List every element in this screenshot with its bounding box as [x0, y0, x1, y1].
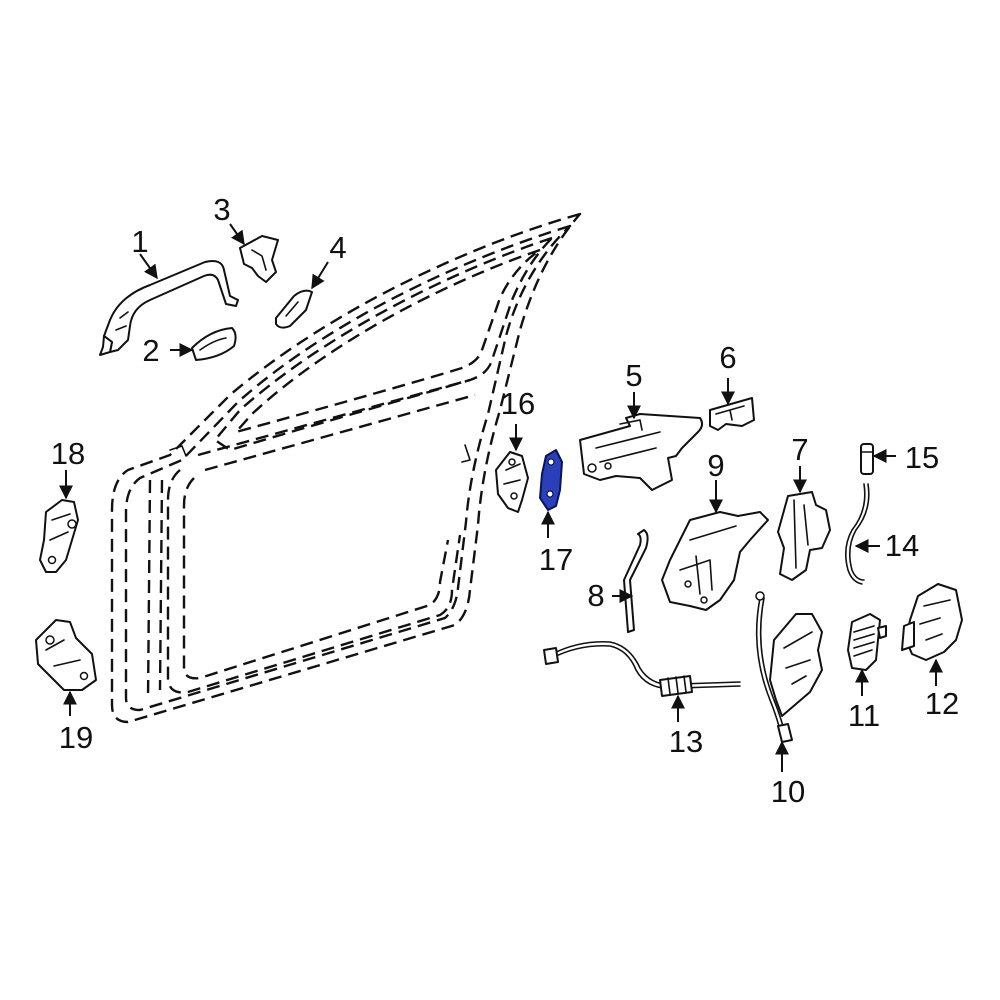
part-4-cover — [275, 289, 313, 329]
door-frame-outline — [110, 212, 582, 724]
part-8-rod — [623, 529, 649, 633]
callout-15: 15 — [905, 440, 939, 475]
part-11-motor — [847, 613, 887, 671]
part-10-latch — [755, 591, 823, 743]
part-19-hinge-lower — [35, 619, 97, 691]
callout-13: 13 — [669, 724, 703, 759]
callout-4: 4 — [329, 230, 346, 265]
leader-lines — [59, 223, 943, 772]
part-7-bracket — [777, 491, 831, 581]
part-2-handle-pad — [191, 327, 237, 361]
callout-17: 17 — [539, 542, 573, 577]
callout-3: 3 — [213, 192, 230, 227]
part-5-handle-bracket — [579, 413, 704, 491]
callout-labels: 1 2 3 4 5 6 7 8 9 10 11 12 13 14 15 16 1… — [51, 192, 959, 809]
callout-1: 1 — [131, 224, 148, 259]
part-18-hinge-upper — [39, 499, 79, 573]
callout-2: 2 — [142, 333, 159, 368]
callout-16: 16 — [501, 386, 535, 421]
callout-9: 9 — [707, 448, 724, 483]
part-16-striker — [495, 451, 529, 513]
callout-19: 19 — [59, 720, 93, 755]
part-14-rod — [844, 483, 870, 585]
part-13-cable — [543, 640, 741, 697]
part-17-shim-highlighted — [539, 449, 563, 511]
callout-10: 10 — [771, 774, 805, 809]
callout-12: 12 — [925, 686, 959, 721]
callout-6: 6 — [719, 340, 736, 375]
part-1-outside-handle — [99, 260, 239, 356]
part-6-clip — [709, 397, 755, 431]
part-12-latch-assembly — [901, 583, 963, 661]
callout-11: 11 — [848, 698, 880, 733]
part-9-lock-bracket — [661, 511, 769, 611]
callout-8: 8 — [587, 578, 604, 613]
callout-18: 18 — [51, 436, 85, 471]
part-3-handle-cap — [239, 235, 279, 283]
callout-14: 14 — [885, 528, 919, 563]
callout-7: 7 — [791, 432, 808, 467]
part-15-pin — [860, 443, 874, 475]
callout-5: 5 — [625, 358, 642, 393]
